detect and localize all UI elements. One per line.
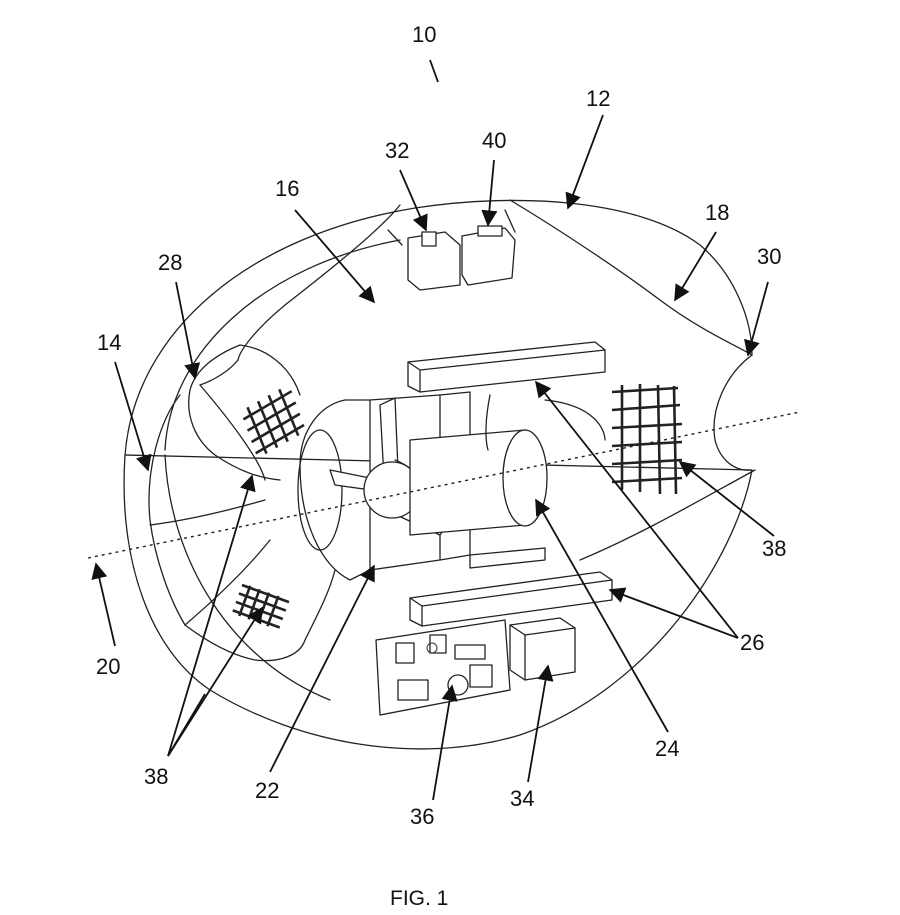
- ref-20: 20: [96, 654, 120, 679]
- ref-28: 28: [158, 250, 182, 275]
- ref-16: 16: [275, 176, 299, 201]
- ref-18: 18: [705, 200, 729, 225]
- ref-36: 36: [410, 804, 434, 829]
- mesh-left-lower: [232, 583, 290, 629]
- rotation-axis: [87, 411, 801, 559]
- ref-14: 14: [97, 330, 121, 355]
- mesh-left-upper: [242, 388, 305, 455]
- ref-38-right: 38: [762, 536, 786, 561]
- ref-22: 22: [255, 778, 279, 803]
- circuit-board: [375, 617, 576, 716]
- reference-numerals: 10 12 16 32 40 18 30 28 14 38 26 20 24 3…: [96, 22, 786, 829]
- end-cap: [148, 344, 336, 662]
- leader-lines: [91, 59, 775, 801]
- ref-34: 34: [510, 786, 534, 811]
- upper-rail: [407, 341, 606, 393]
- ref-32: 32: [385, 138, 409, 163]
- figure-caption: FIG. 1: [390, 887, 448, 910]
- mesh-right: [611, 384, 683, 495]
- ref-38-left: 38: [144, 764, 168, 789]
- ref-10: 10: [412, 22, 436, 47]
- ref-12: 12: [586, 86, 610, 111]
- top-components: [387, 209, 516, 291]
- housing-outline: [123, 199, 756, 750]
- ref-26: 26: [740, 630, 764, 655]
- ref-24: 24: [655, 736, 679, 761]
- ref-40: 40: [482, 128, 506, 153]
- ref-30: 30: [757, 244, 781, 269]
